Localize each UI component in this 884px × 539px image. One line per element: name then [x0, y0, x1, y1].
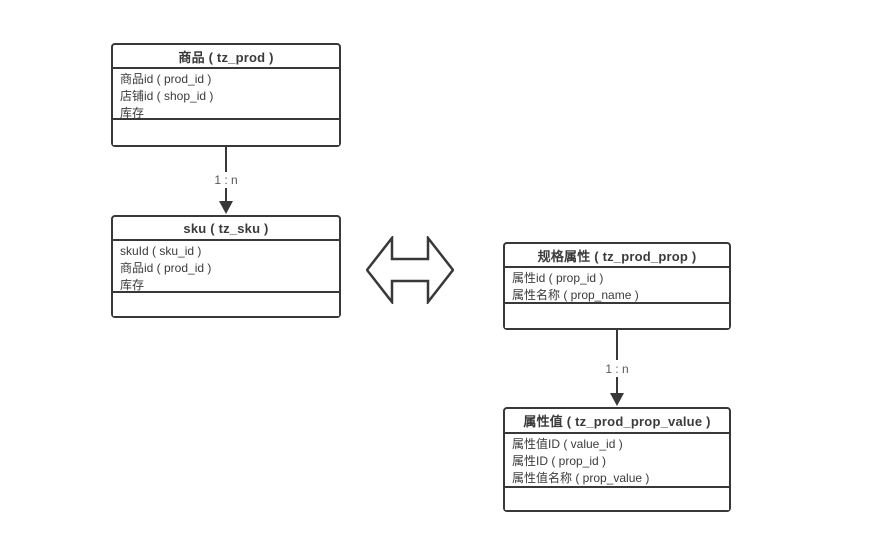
- table-title: 规格属性 ( tz_prod_prop ): [505, 244, 729, 268]
- table-empty-section: [505, 486, 729, 510]
- entity-table-tz-prod: 商品 ( tz_prod ) 商品id ( prod_id ) 店铺id ( s…: [111, 43, 341, 147]
- table-title: 属性值 ( tz_prod_prop_value ): [505, 409, 729, 434]
- table-field: 属性值名称 ( prop_value ): [512, 471, 650, 485]
- table-empty-section: [113, 291, 339, 316]
- table-field-list: 属性id ( prop_id ) 属性名称 ( prop_name ): [505, 268, 729, 302]
- table-title: 商品 ( tz_prod ): [113, 45, 339, 69]
- table-field: 商品id ( prod_id ): [120, 261, 212, 275]
- table-field-list: 商品id ( prod_id ) 店铺id ( shop_id ) 库存: [113, 69, 339, 118]
- table-field: 库存: [120, 278, 145, 291]
- connector-line: [616, 330, 618, 360]
- cardinality-label: 1 : n: [204, 172, 248, 188]
- table-field: 店铺id ( shop_id ): [120, 89, 214, 103]
- connector-line: [616, 377, 618, 394]
- connector-line: [225, 188, 227, 202]
- table-field: 属性值ID ( value_id ): [512, 437, 623, 451]
- table-field: 属性id ( prop_id ): [512, 271, 604, 285]
- table-field: 商品id ( prod_id ): [120, 72, 212, 86]
- cardinality-label: 1 : n: [595, 361, 639, 377]
- table-field: 属性名称 ( prop_name ): [512, 288, 639, 302]
- entity-table-tz-prod-prop: 规格属性 ( tz_prod_prop ) 属性id ( prop_id ) 属…: [503, 242, 731, 330]
- table-empty-section: [505, 302, 729, 328]
- arrow-down-icon: [219, 201, 233, 214]
- entity-table-tz-sku: sku ( tz_sku ) skuId ( sku_id ) 商品id ( p…: [111, 215, 341, 318]
- connector-line: [225, 147, 227, 172]
- table-field: 库存: [120, 106, 145, 118]
- entity-table-tz-prod-prop-value: 属性值 ( tz_prod_prop_value ) 属性值ID ( value…: [503, 407, 731, 512]
- table-title: sku ( tz_sku ): [113, 217, 339, 241]
- table-field-list: skuId ( sku_id ) 商品id ( prod_id ) 库存: [113, 241, 339, 291]
- table-field-list: 属性值ID ( value_id ) 属性ID ( prop_id ) 属性值名…: [505, 434, 729, 486]
- arrow-down-icon: [610, 393, 624, 406]
- table-empty-section: [113, 118, 339, 145]
- left-right-arrow-icon: [366, 236, 454, 304]
- table-field: 属性ID ( prop_id ): [512, 454, 607, 468]
- table-field: skuId ( sku_id ): [120, 244, 202, 258]
